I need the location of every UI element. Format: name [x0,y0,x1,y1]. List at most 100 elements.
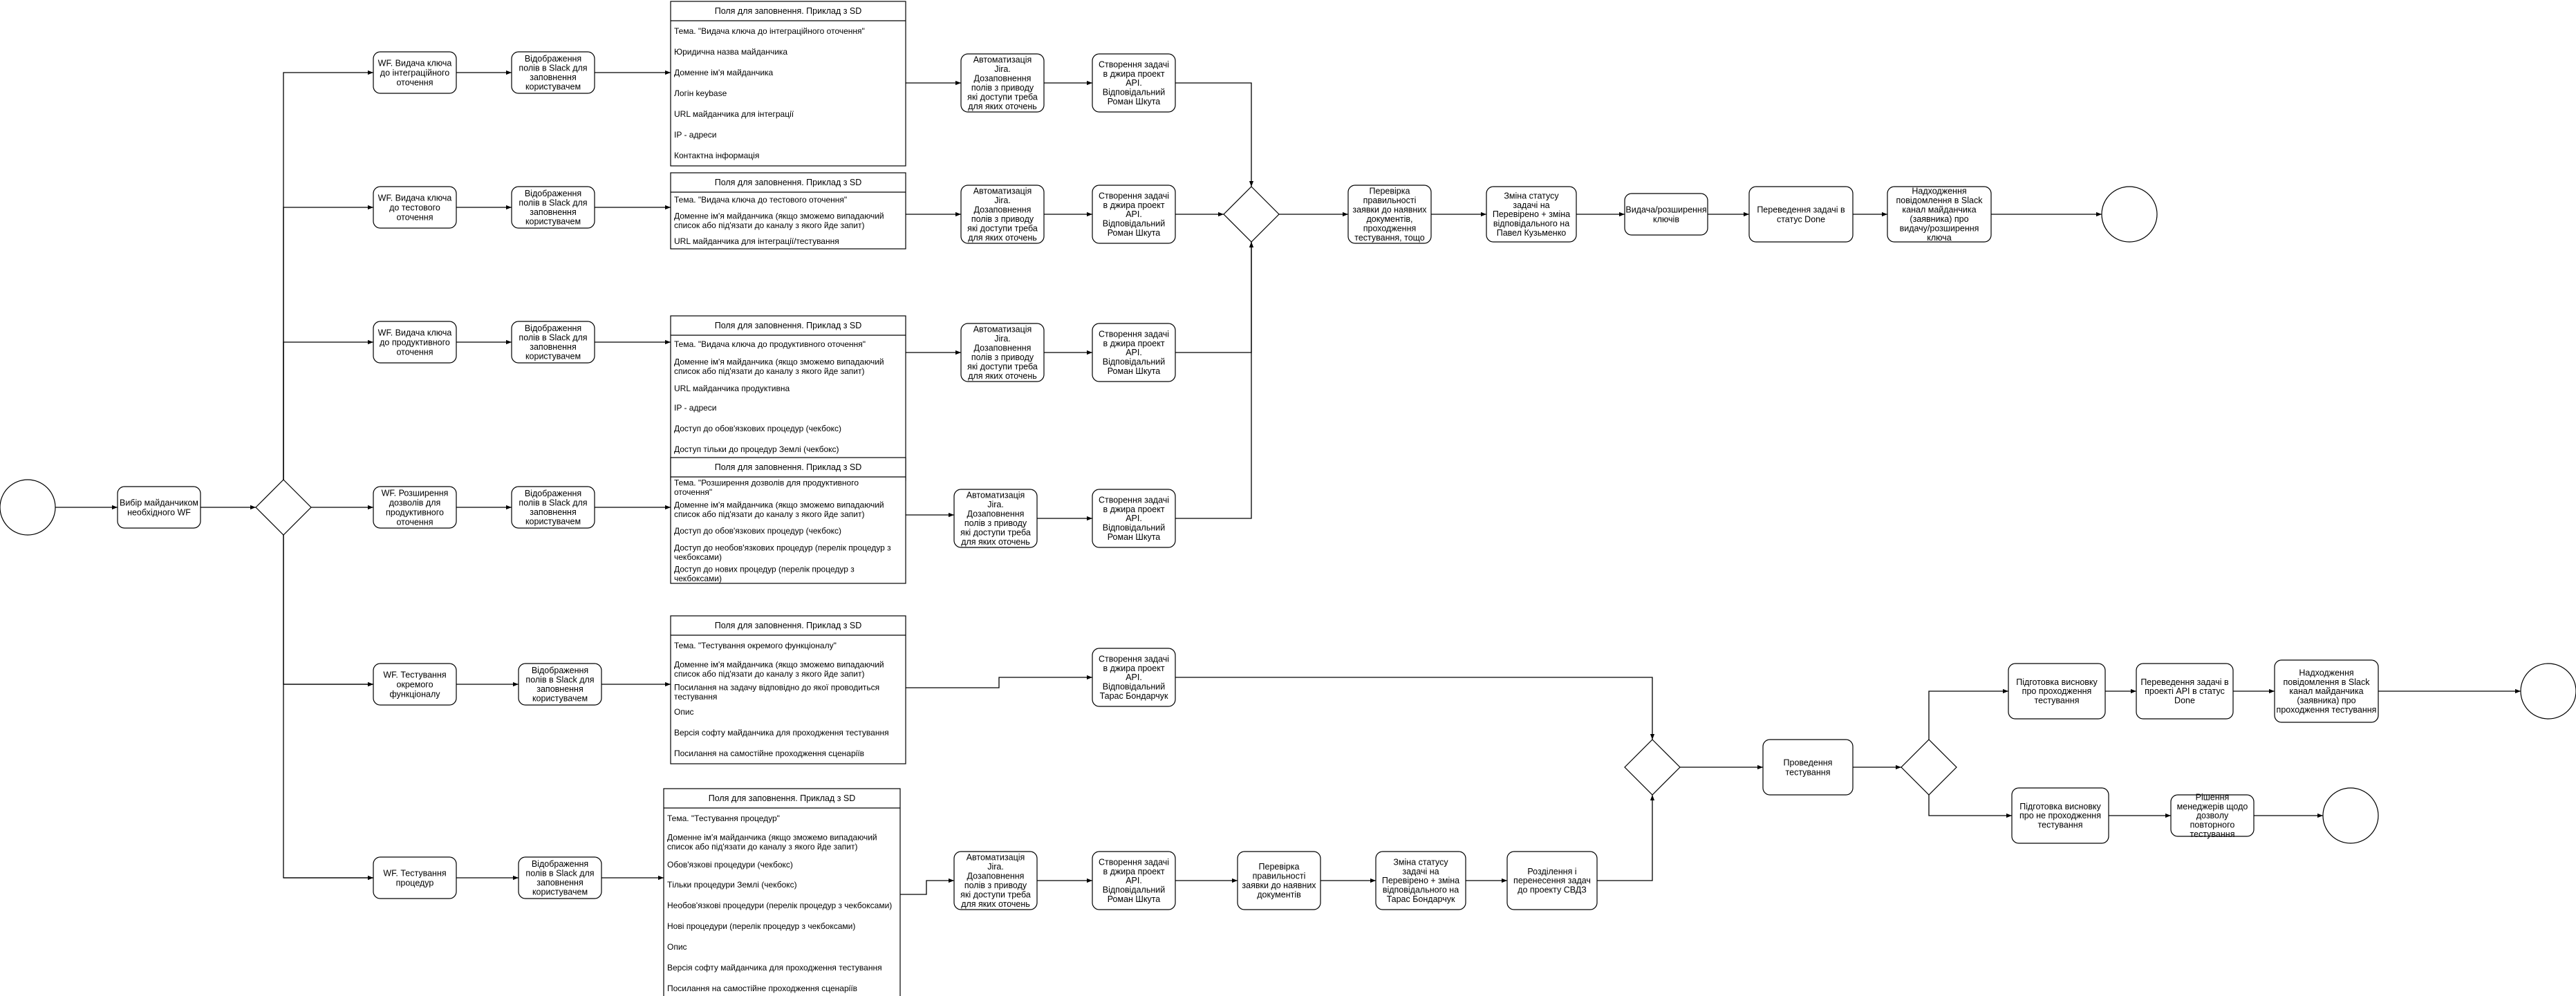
end-node-test-fail [2322,787,2379,844]
flow-arrow [1597,795,1655,881]
form-field: Контактна інформація [674,151,759,160]
form-field: Тема. "Розширення дозволів для продуктив… [674,478,859,497]
form-field: Доступ до нових процедур (перелік процед… [674,564,855,583]
form-test_env-header: Поля для заповнення. Приклад з SD [715,178,862,187]
form-field: Логін keybase [674,88,727,98]
form-field: URL майданчика для інтеграції/тестування [674,236,839,246]
form-integration-header: Поля для заповнення. Приклад з SD [715,6,862,16]
form-field: Юридична назва майданчика [674,47,787,57]
form-field: Доступ тільки до процедур Землі (чекбокс… [674,444,839,454]
form-field: Посилання на самостійне проходження сцен… [667,984,857,993]
flow-arrow [283,535,373,881]
flow-arrow [1928,795,2012,818]
form-field: Доменне ім'я майданчика (якщо зможемо ви… [674,211,884,230]
end-node-test-pass [2520,663,2576,720]
form-prod_env: Поля для заповнення. Приклад з SD Тема. "… [670,315,906,481]
test-merge-decision [1624,739,1681,796]
form-field: Нові процедури (перелік процедур з чекбо… [667,921,855,931]
form-field: Тільки процедури Землі (чекбокс) [667,880,797,890]
form-prod_env-header: Поля для заповнення. Приклад з SD [715,321,862,330]
form-field: Тема. "Тестування процедур" [667,814,780,823]
form-field: IP - адреси [674,403,717,413]
form-field: Доменне ім'я майданчика (якщо зможемо ви… [674,659,884,679]
form-field: Доменне ім'я майданчика (якщо зможемо ви… [674,357,884,376]
form-field: Доменне ім'я майданчика (якщо зможемо ви… [674,500,884,519]
form-field: IP - адреси [674,130,717,140]
form-field: Доступ до обов'язкових процедур (чекбокс… [674,424,841,433]
form-field: Тема. "Видача ключа до продуктивного ото… [674,339,866,349]
form-field: Посилання на самостійне проходження сцен… [674,749,864,758]
flow-arrow [283,339,373,480]
form-field: Опис [674,707,694,717]
start-node [0,479,56,536]
form-field: Версія софту майданчика для проходження … [667,963,882,972]
form-field: Доступ до необов'язкових процедур (перел… [674,543,891,562]
form-field: Доменне ім'я майданчика [674,68,774,77]
flow-arrow [283,205,373,480]
flow-arrow [1175,677,1655,740]
flow-arrow [906,675,1092,688]
